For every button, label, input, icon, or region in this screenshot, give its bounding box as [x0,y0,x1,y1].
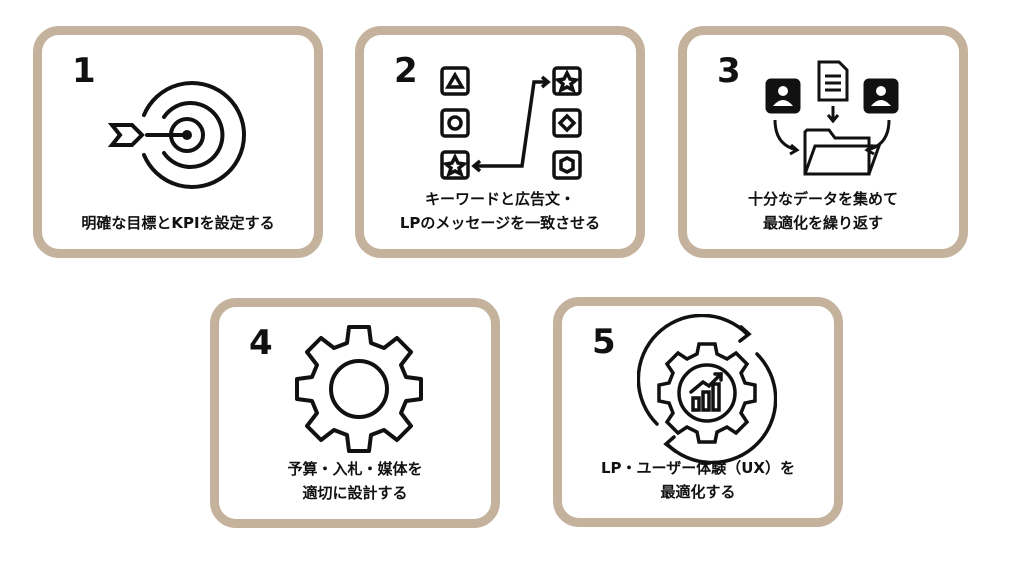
line: LP・ユーザー体験（UX）を [601,459,795,477]
line: 十分なデータを集めて [747,190,898,208]
line: キーワードと広告文・ [424,190,575,208]
gear-growth-cycle-icon [637,314,777,464]
step-card-1: 1 明確な目標とKPIを設定する [33,26,323,258]
step-card-3: 3 十分なデータを集めて最適化を繰り返す [678,26,968,258]
data-folder-icon [765,60,899,176]
line: 適切に設計する [302,484,408,502]
gear-icon [295,325,423,453]
line: 最適化する [660,483,736,501]
step-description: 十分なデータを集めて最適化を繰り返す [687,187,959,235]
line: 予算・入札・媒体を [287,460,423,478]
step-number: 2 [394,51,418,91]
step-card-2: 2 キーワードと広告文・ LPのメッセージを一致させる [355,26,645,258]
step-number: 4 [249,323,273,363]
step-description: LP・ユーザー体験（UX）を最適化する [562,456,834,504]
step-number: 1 [72,51,96,91]
step-description: 予算・入札・媒体を適切に設計する [219,457,491,505]
line: LPのメッセージを一致させる [399,214,601,232]
step-number: 5 [592,322,616,362]
line: 明確な目標とKPIを設定する [81,214,275,232]
step-description: キーワードと広告文・ LPのメッセージを一致させる [364,187,636,235]
matching-shapes-icon [440,66,582,180]
line: 最適化を繰り返す [762,214,883,232]
step-number: 3 [717,51,741,91]
target-arrow-icon [107,81,246,189]
step-description: 明確な目標とKPIを設定する [42,211,314,235]
step-card-4: 4 予算・入札・媒体を適切に設計する [210,298,500,528]
step-card-5: 5 LP・ユーザー体験（UX）を最適化する [553,297,843,527]
